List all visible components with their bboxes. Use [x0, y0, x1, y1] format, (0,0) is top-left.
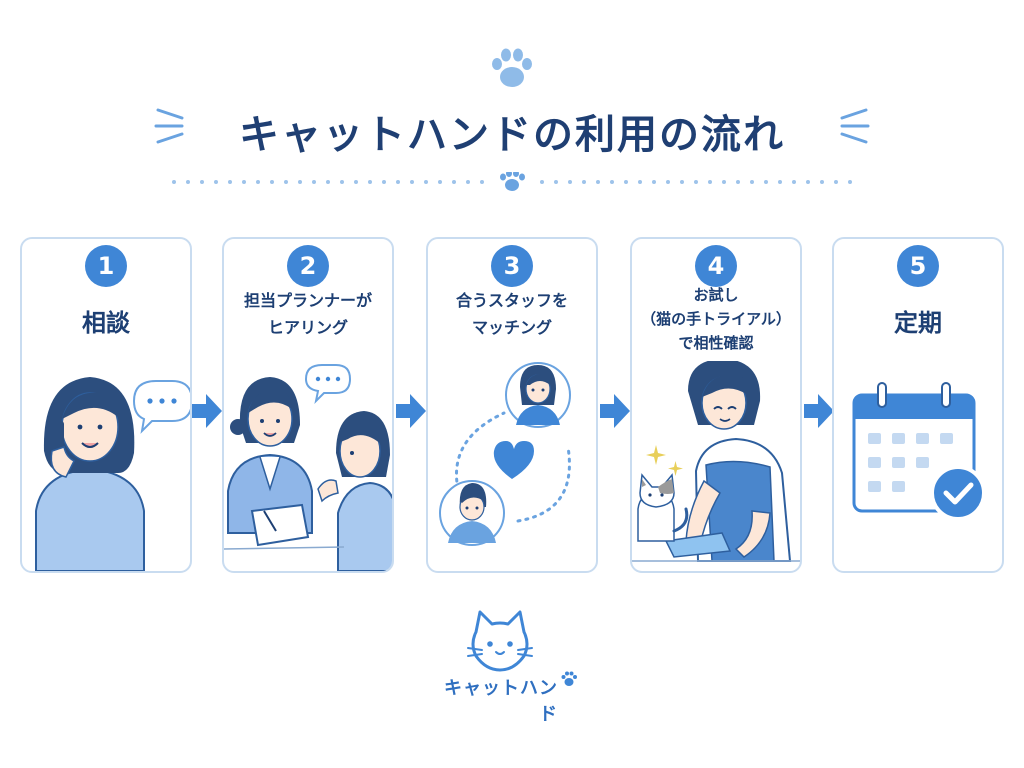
interview-people-icon [224, 364, 392, 571]
calendar-check-icon [852, 382, 986, 521]
step-number: 3 [491, 245, 533, 287]
step-number: 2 [287, 245, 329, 287]
step-card-1: 1 相談 [20, 237, 192, 573]
burst-lines-icon [154, 108, 184, 144]
step-card-4: 4 お試し （猫の手トライアル） で相性確認 [630, 237, 802, 573]
step-label: 担当プランナーが ヒアリング [243, 291, 372, 337]
step-number: 1 [85, 245, 127, 287]
step-label: 合うスタッフを マッチング [455, 291, 568, 337]
brand-logo: キャットハンド [430, 608, 594, 725]
phone-call-person-icon [35, 377, 190, 571]
step-card-3: 3 合うスタッフを マッチング [426, 237, 598, 573]
step-label: お試し （猫の手トライアル） で相性確認 [641, 286, 791, 352]
title-area: キャットハンドの利用の流れ [0, 96, 1024, 166]
step-card-5: 5 定期 [832, 237, 1004, 573]
arrow-right-icon [396, 394, 426, 428]
arrow-right-icon [600, 394, 630, 428]
cat-face-icon [467, 610, 533, 672]
step-label: 相談 [82, 309, 130, 337]
step-label: 定期 [894, 309, 942, 337]
step-card-2: 2 担当プランナーが ヒアリング [222, 237, 394, 573]
logo-text: キャットハンド [444, 678, 558, 725]
arrow-right-icon [192, 394, 222, 428]
matching-heart-icon [439, 362, 571, 546]
trial-cleaning-cat-icon [632, 361, 800, 562]
paw-icon [561, 671, 577, 686]
page-title: キャットハンドの利用の流れ [239, 112, 785, 158]
paw-icon [492, 48, 532, 87]
arrow-right-icon [804, 394, 834, 428]
step-number: 5 [897, 245, 939, 287]
step-number: 4 [695, 245, 737, 287]
dotted-divider [172, 172, 852, 191]
burst-lines-icon [840, 108, 870, 144]
